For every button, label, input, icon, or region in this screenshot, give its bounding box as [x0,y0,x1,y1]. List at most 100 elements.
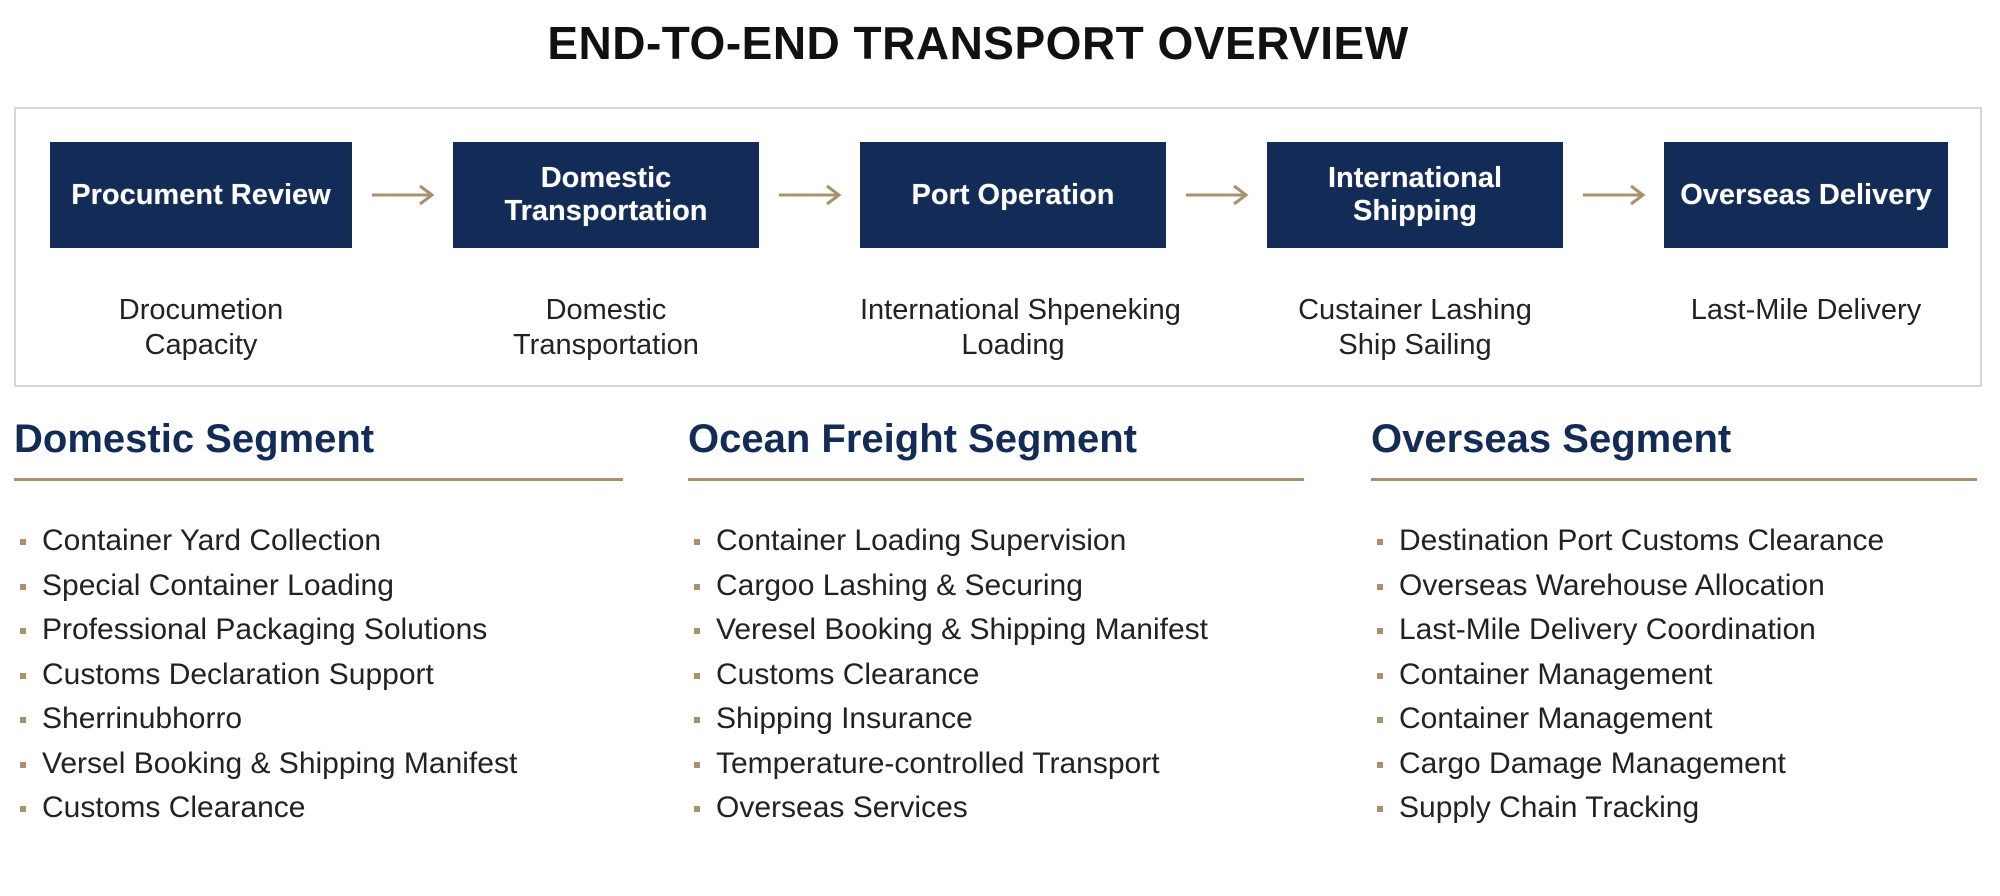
stage-box: International Shipping [1267,142,1563,248]
bullet-icon [20,806,26,812]
bullet-icon [1377,761,1383,768]
segment-domestic: Domestic Segment Container Yard Collecti… [14,412,623,831]
bullet-icon [694,583,700,590]
segment-title: Domestic Segment [14,417,375,461]
list-item-label: Customs Clearance [42,791,306,824]
stage-label: Domestic Transportation [504,162,708,227]
stage-description-line: Capacity [144,329,258,361]
list-item: Special Container Loading [14,564,623,609]
segment-overseas: Overseas Segment Destination Port Custom… [1371,412,1977,831]
bullet-icon [20,672,26,679]
segment-divider [1371,478,1977,481]
bullet-icon [694,806,700,812]
arrow-right-icon [779,184,842,206]
stage-domestic-transportation: Domestic Transportation Domestic Transpo… [453,142,759,363]
list-item-label: Versel Booking & Shipping Manifest [42,746,518,780]
bullet-icon [694,628,700,634]
list-item-label: Temperature-controlled Transport [716,746,1160,780]
list-item-label: Container Management [1399,702,1713,735]
stage-overseas-delivery: Overseas Delivery Last-Mile Delivery [1664,142,1948,328]
list-item-label: Customs Clearance [716,657,980,691]
stage-procurement-review: Procument Review Drocumetion Capacity [50,142,352,363]
arrow-right-icon [1186,184,1249,206]
bullet-icon [694,539,700,545]
list-item-label: Veresel Booking & Shipping Manifest [716,613,1208,646]
list-item: Last-Mile Delivery Coordination [1371,608,1977,653]
stage-port-operation: Port Operation International Shpeneking … [860,142,1181,363]
bullet-icon [1377,583,1383,590]
bullet-icon [20,628,26,634]
list-item: Destination Port Customs Clearance [1371,519,1977,564]
bullet-icon [694,672,700,679]
bullet-icon [694,717,700,723]
stage-description-line: Custainer Lashing [1298,294,1532,326]
list-item-label: Supply Chain Tracking [1399,791,1700,824]
list-item: Supply Chain Tracking [1371,786,1977,831]
stage-international-shipping: International Shipping Custainer Lashing… [1267,142,1563,363]
bullet-icon [694,761,700,768]
list-item-label: Overseas Warehouse Allocation [1399,568,1825,602]
list-item-label: Special Container Loading [42,568,394,602]
page-title: END-TO-END TRANSPORT OVERVIEW [547,17,1409,69]
bullet-icon [20,717,26,723]
segment-list: Destination Port Customs Clearance Overs… [1371,519,1977,831]
list-item: Cargo Damage Management [1371,742,1977,787]
list-item: Customs Declaration Support [14,653,623,698]
list-item: Customs Clearance [688,653,1304,698]
list-item-label: Professional Packaging Solutions [42,613,488,646]
list-item-label: Container Loading Supervision [716,524,1127,557]
list-item: Shipping Insurance [688,697,1304,742]
list-item-label: Overseas Services [716,791,968,824]
stage-label: Port Operation [911,178,1115,211]
stage-box: Domestic Transportation [453,142,759,248]
bullet-icon [1377,806,1383,812]
stage-description-line: Ship Sailing [1338,329,1492,361]
stage-description-line: Drocumetion [118,294,284,326]
list-item-label: Customs Declaration Support [42,657,434,691]
stage-label: Overseas Delivery [1680,178,1932,211]
stage-description: Domestic Transportation [453,293,759,363]
arrow-right-icon [1583,184,1646,206]
stage-box: Overseas Delivery [1664,142,1948,248]
list-item: Professional Packaging Solutions [14,608,623,653]
list-item: Container Yard Collection [14,519,623,564]
stage-label: Procument Review [71,178,331,211]
bullet-icon [1377,717,1383,723]
list-item: Cargoo Lashing & Securing [688,564,1304,609]
stage-label: International Shipping [1327,162,1502,227]
segment-list: Container Yard Collection Special Contai… [14,519,623,831]
stage-box: Port Operation [860,142,1166,248]
list-item: Customs Clearance [14,786,623,831]
bullet-icon [1377,672,1383,679]
list-item-label: Last-Mile Delivery Coordination [1399,613,1816,646]
list-item-label: Cargo Damage Management [1399,746,1786,780]
stage-description: Last-Mile Delivery [1664,293,1948,328]
list-item: Versel Booking & Shipping Manifest [14,742,623,787]
arrow-right-icon [372,184,435,206]
list-item: Overseas Services [688,786,1304,831]
list-item-label: Sherrinubhorro [42,702,243,735]
list-item: Container Management [1371,697,1977,742]
list-item: Container Management [1371,653,1977,698]
segment-divider [14,478,623,481]
list-item-label: Shipping Insurance [716,702,973,735]
stage-description-line: Last-Mile Delivery [1690,294,1922,326]
list-item-label: Destination Port Customs Clearance [1399,524,1885,557]
stage-description-line: Loading [961,329,1065,361]
stage-box: Procument Review [50,142,352,248]
process-flow-panel: Procument Review Drocumetion Capacity Do… [14,107,1982,387]
list-item: Container Loading Supervision [688,519,1304,564]
list-item: Veresel Booking & Shipping Manifest [688,608,1304,653]
stage-description: International Shpeneking Loading [860,293,1181,363]
bullet-icon [20,761,26,768]
list-item: Temperature-controlled Transport [688,742,1304,787]
list-item: Sherrinubhorro [14,697,623,742]
segment-divider [688,478,1304,481]
bullet-icon [1377,628,1383,634]
stage-description-line: Transportation [513,329,699,361]
segment-ocean-freight: Ocean Freight Segment Container Loading … [688,412,1304,831]
bullet-icon [1377,539,1383,545]
segment-title: Ocean Freight Segment [688,417,1137,461]
segment-list: Container Loading Supervision Cargoo Las… [688,519,1304,831]
bullet-icon [20,539,26,545]
